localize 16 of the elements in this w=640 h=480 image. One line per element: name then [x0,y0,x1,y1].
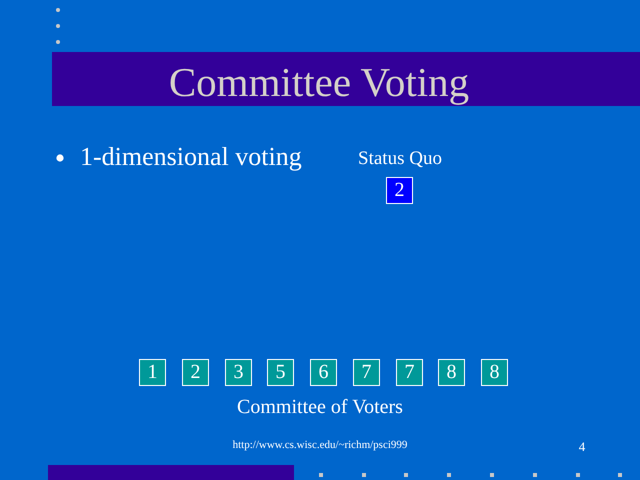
status-quo-tile: 2 [386,177,413,204]
voter-position-tile: 1 [139,359,166,386]
voter-position-tile: 5 [267,359,294,386]
box-heading: Status Quo [358,148,442,170]
footer-url: http://www.cs.wisc.edu/~richm/psci999 [232,439,408,452]
voter-position-tile: 8 [481,359,508,386]
voter-position-tile: 7 [396,359,423,386]
voter-position-tile: 7 [353,359,380,386]
voter-position-tile: 3 [225,359,252,386]
voter-position-tile: 8 [438,359,465,386]
slide-title: Committee Voting [168,60,470,104]
group-caption: Committee of Voters [237,395,403,419]
page-number: 4 [578,439,586,455]
bullet-point-text: 1-dimensional voting [80,141,302,172]
voter-position-tile: 6 [310,359,337,386]
voter-position-tile: 2 [182,359,209,386]
